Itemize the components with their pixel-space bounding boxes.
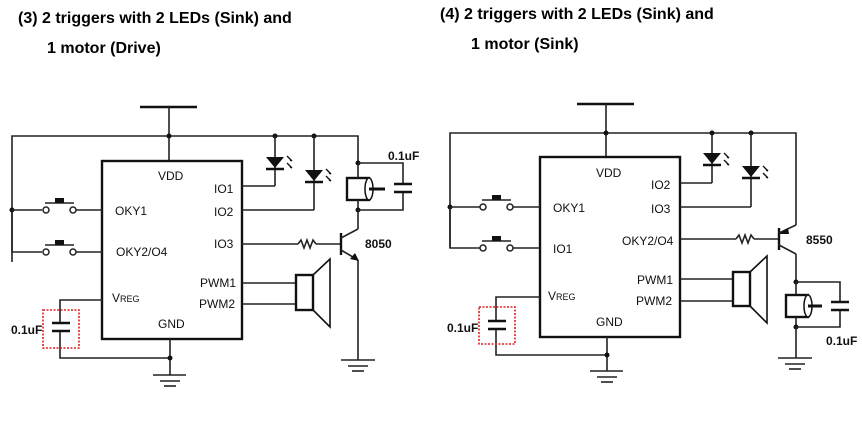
pin-vdd: VDD (158, 169, 184, 183)
pin-oky2-o4: OKY2/O4 (116, 245, 168, 259)
junction-dot (603, 130, 609, 136)
pin-pwm2: PWM2 (199, 297, 235, 311)
junction-dot (166, 133, 172, 139)
pin-io1: IO1 (553, 242, 573, 256)
transistor-label: 8050 (365, 237, 392, 251)
led-2 (242, 133, 332, 211)
led-1 (680, 130, 730, 184)
diagram-3-title-line2: 1 motor (Drive) (47, 40, 161, 57)
led-2 (680, 130, 769, 208)
speaker (680, 254, 768, 325)
diagram-3: VDD OKY1 OKY2/O4 VREG IO1 IO2 IO3 PWM1 P… (9, 105, 419, 387)
ground-symbol (590, 337, 623, 383)
diagram-4-title-line1: (4) 2 triggers with 2 LEDs (Sink) and (440, 6, 714, 23)
motor (345, 160, 385, 213)
pin-pwm2: PWM2 (636, 294, 672, 308)
pin-oky1: OKY1 (115, 204, 147, 218)
vreg-capacitor (42, 299, 170, 359)
highlight-box (42, 309, 80, 349)
led-1 (242, 133, 293, 187)
vreg-cap-value: 0.1uF (447, 321, 478, 335)
push-button-1 (450, 195, 540, 211)
pin-io3: IO3 (214, 237, 234, 251)
pin-io3: IO3 (651, 202, 671, 216)
top-rail-wire (11, 135, 359, 262)
highlight-box (478, 306, 516, 345)
pin-oky2-o4: OKY2/O4 (622, 234, 674, 248)
push-button-1 (12, 198, 102, 214)
motor-cap-value: 0.1uF (826, 334, 857, 348)
transistor-8050 (242, 210, 359, 360)
pin-pwm1: PWM1 (200, 276, 236, 290)
vreg-capacitor (478, 296, 607, 356)
ground-symbol (341, 359, 375, 372)
motor-capacitor (796, 281, 849, 328)
ic-chip (100, 159, 244, 341)
transistor-label: 8550 (806, 233, 833, 247)
pin-io2: IO2 (214, 205, 234, 219)
ic-chip (538, 155, 682, 339)
pin-oky1: OKY1 (553, 201, 585, 215)
pin-io1: IO1 (214, 182, 234, 196)
push-button-2 (449, 207, 540, 252)
top-rail-wire (449, 132, 797, 248)
speaker (242, 257, 331, 329)
pin-vreg: VREG (112, 291, 140, 305)
pin-vdd: VDD (596, 166, 622, 180)
diagram-3-title-line1: (3) 2 triggers with 2 LEDs (Sink) and (18, 10, 292, 27)
push-button-2 (11, 210, 102, 256)
diagram-4-title-line2: 1 motor (Sink) (471, 36, 579, 53)
motor-capacitor (358, 162, 412, 211)
diagram-4: VDD OKY1 IO1 VREG IO2 IO3 OKY2/O4 PWM1 P… (447, 102, 857, 383)
transistor-8550 (680, 224, 797, 282)
ground-symbol (778, 357, 812, 370)
motor (784, 279, 822, 358)
vreg-cap-value: 0.1uF (11, 323, 42, 337)
motor-cap-value: 0.1uF (388, 149, 419, 163)
pin-io2: IO2 (651, 178, 671, 192)
pin-gnd: GND (596, 315, 623, 329)
pin-vreg: VREG (548, 289, 576, 303)
pin-pwm1: PWM1 (637, 273, 673, 287)
pin-gnd: GND (158, 317, 185, 331)
ground-symbol (153, 339, 186, 387)
